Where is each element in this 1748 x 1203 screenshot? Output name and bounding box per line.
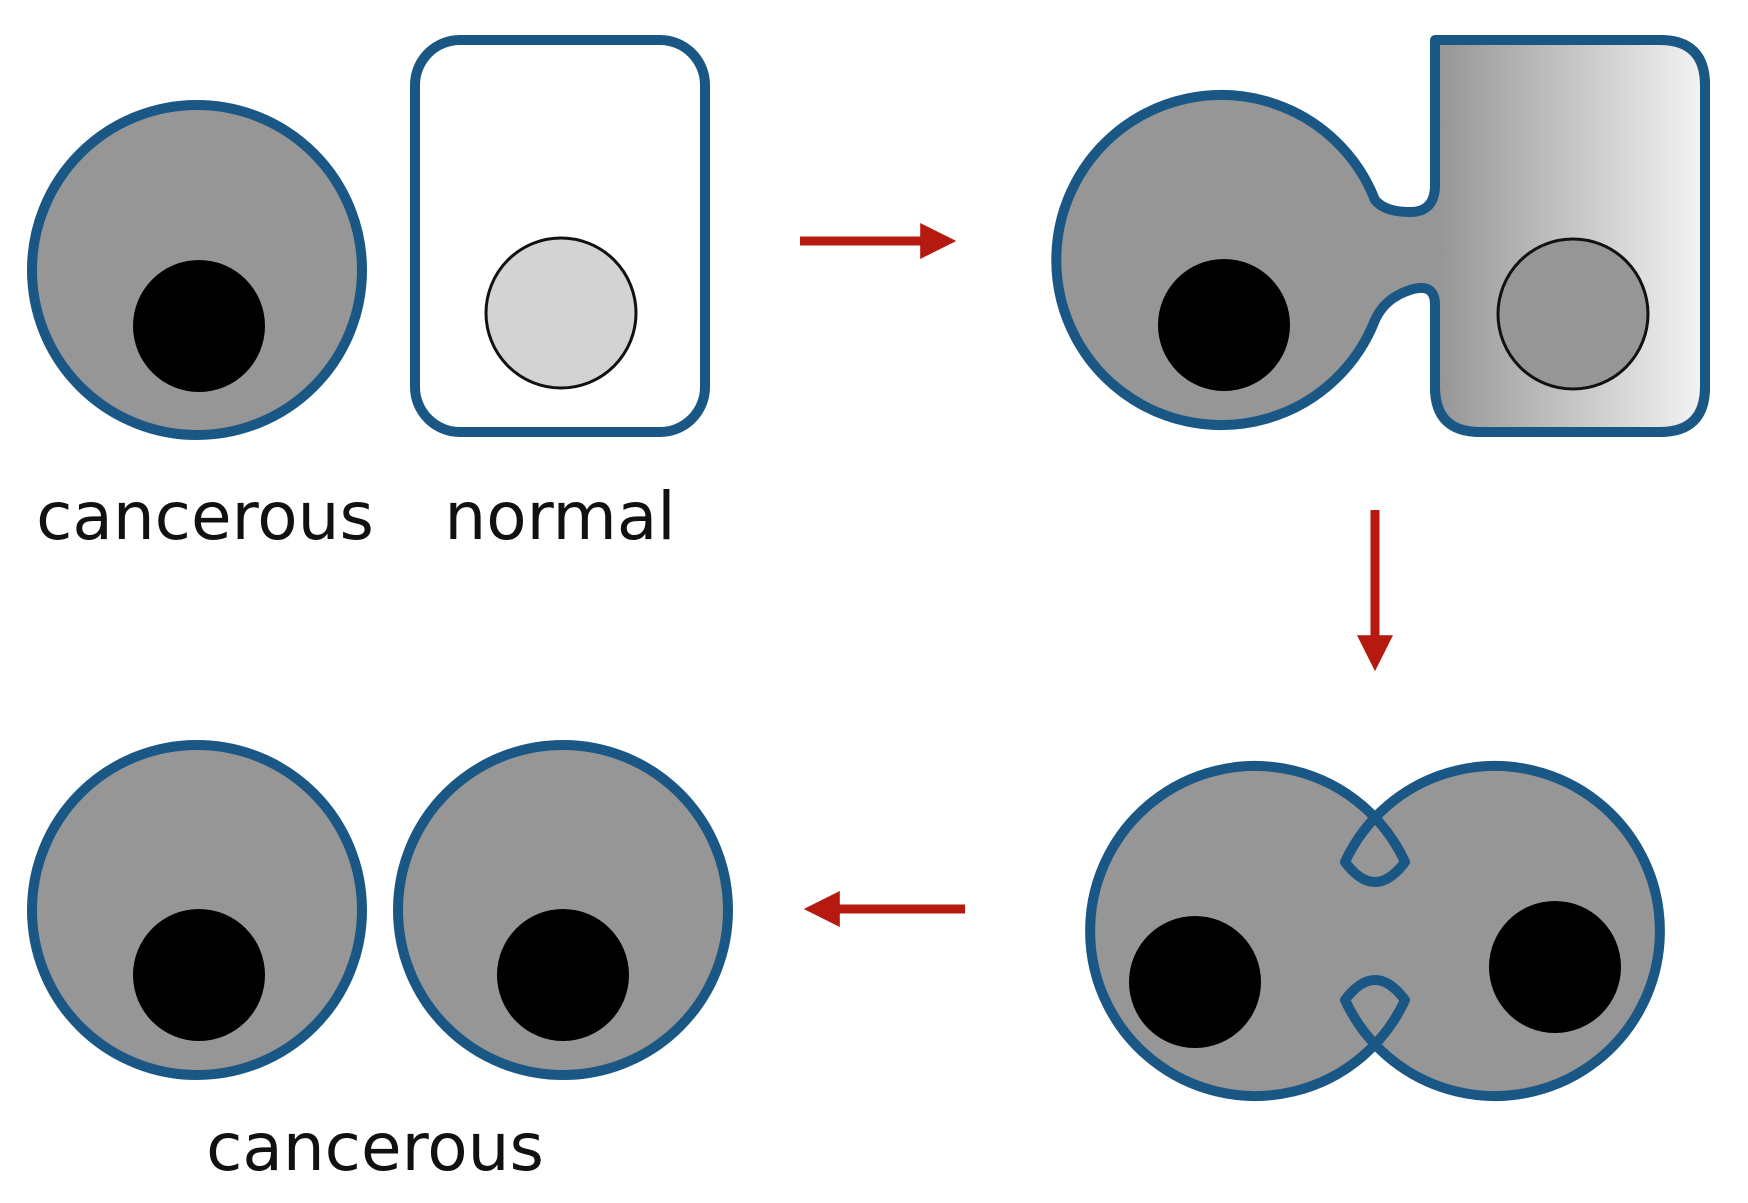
normal-label: normal xyxy=(444,478,676,555)
cancer-nucleus xyxy=(1129,916,1261,1048)
cancerous-result-label: cancerous xyxy=(206,1109,544,1186)
cancer-nucleus xyxy=(133,909,265,1041)
fusing-cells xyxy=(1051,35,1710,437)
dividing-cells xyxy=(1085,761,1665,1101)
cancer-nucleus xyxy=(1158,259,1290,391)
cancer-nucleus xyxy=(133,260,265,392)
normal-nucleus xyxy=(484,236,638,390)
normal-cell xyxy=(410,35,710,437)
cancerous-cell-result-2 xyxy=(393,740,733,1080)
cancerous-cell-initial xyxy=(27,100,367,440)
normal-nucleus-transforming xyxy=(1496,237,1650,391)
cancer-nucleus xyxy=(1489,901,1621,1033)
cancerous-label: cancerous xyxy=(36,478,374,555)
cancer-nucleus xyxy=(497,909,629,1041)
cancerous-cell-result-1 xyxy=(27,740,367,1080)
